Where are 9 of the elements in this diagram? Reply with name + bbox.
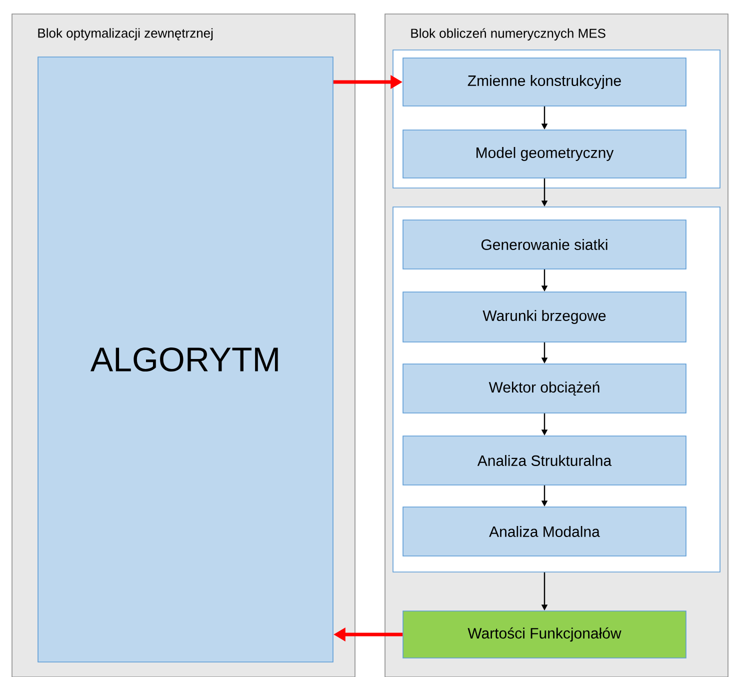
process-box: Analiza Modalna <box>402 506 686 556</box>
process-box: Model geometryczny <box>402 130 686 178</box>
process-box: Analiza Strukturalna <box>402 436 686 486</box>
algorithm-box: ALGORYTM <box>38 56 334 662</box>
result-box: Wartości Funkcjonałów <box>402 610 686 658</box>
process-box: Zmienne konstrukcyjne <box>402 58 686 106</box>
process-box: Warunki brzegowe <box>402 292 686 342</box>
process-box: Wektor obciążeń <box>402 364 686 414</box>
process-box: Generowanie siatki <box>402 220 686 270</box>
